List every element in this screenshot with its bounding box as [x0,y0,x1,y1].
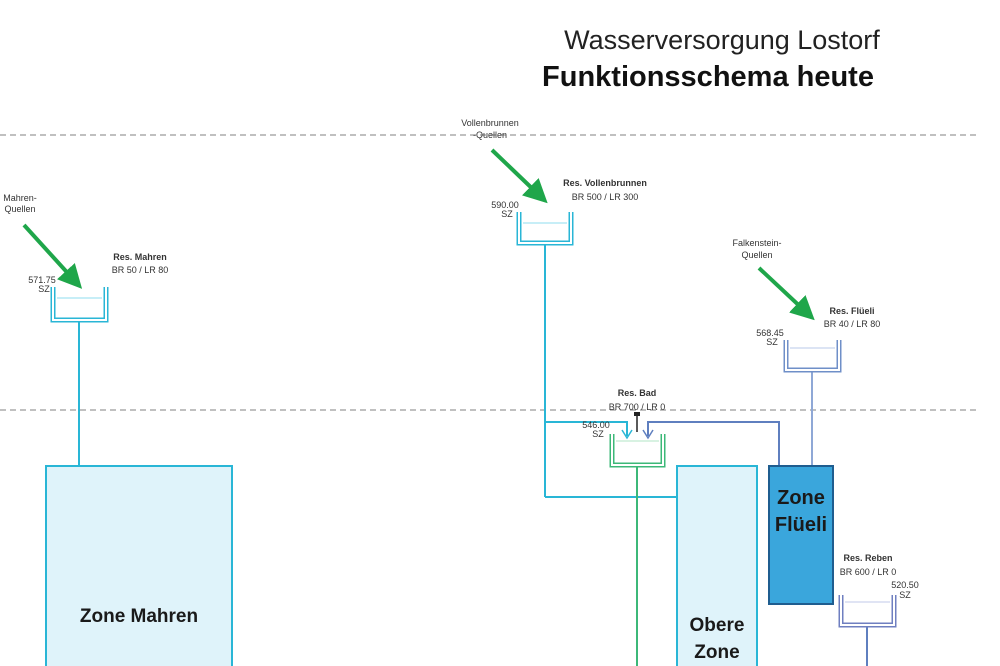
reservoir-mahren-capacity: BR 50 / LR 80 [112,265,169,275]
reservoir-vollenbrunnen[interactable] [516,212,574,246]
inflow-arrow-icon [621,429,633,440]
source-falkenstein-label-2: Quellen [741,250,772,260]
reservoir-flueli-elevation: 568.45 [756,328,784,338]
zone-flueli-label-line1: Zone [777,487,825,509]
source-falkenstein-label-1: Falkenstein- [732,238,781,248]
reservoir-flueli[interactable] [783,340,842,373]
reservoir-reben-elevation: 520.50 [891,580,919,590]
reservoir-bad-name: Res. Bad [618,388,657,398]
reservoir-vollenbrunnen-name: Res. Vollenbrunnen [563,178,647,188]
reservoir-mahren-name: Res. Mahren [113,252,167,262]
zone-mahren[interactable]: Zone Mahren [45,465,233,666]
source-mahren-label-1: Mahren- [3,193,37,203]
reservoir-reben-elevation-unit: SZ [899,590,911,600]
reservoir-reben-capacity: BR 600 / LR 0 [840,567,897,577]
pipe-flueli-to-bad [647,421,780,466]
diagram-subtitle: Funktionsschema heute [542,61,874,93]
zone-flueli-label-line2: Flüeli [775,514,827,536]
zone-obere[interactable]: Obere Zone [676,465,758,666]
reservoir-reben-name: Res. Reben [843,553,892,563]
reservoir-flueli-name: Res. Flüeli [829,306,874,316]
reservoir-bad[interactable] [609,434,666,468]
source-vollenbrunnen-label-2: -Quellen [473,130,507,140]
reservoir-mahren[interactable] [50,287,109,323]
reservoir-vollenbrunnen-capacity: BR 500 / LR 300 [572,192,639,202]
reservoir-bad-elevation: 546.00 [582,420,610,430]
reservoir-flueli-capacity: BR 40 / LR 80 [824,319,881,329]
reservoir-vollenbrunnen-elevation-unit: SZ [501,209,513,219]
pipe-vollenbrunnen-to-bad [545,421,628,436]
zone-obere-label-line1: Obere [690,615,745,636]
source-vollenbrunnen-label-1: Vollenbrunnen [461,118,519,128]
inflow-arrow-icon [642,429,654,440]
zone-obere-label-line2: Zone [694,642,739,663]
reservoir-reben[interactable] [838,595,897,628]
diagram-title: Wasserversorgung Lostorf [564,25,880,55]
reservoir-vollenbrunnen-elevation: 590.00 [491,200,519,210]
source-arrow-mahren-icon [22,223,83,289]
reservoir-mahren-elevation-unit: SZ [38,284,50,294]
source-arrow-falkenstein-icon [757,266,815,321]
valve-handle-icon [634,412,640,416]
reservoir-flueli-elevation-unit: SZ [766,337,778,347]
source-mahren-label-2: Quellen [4,204,35,214]
source-arrow-vollenbrunnen-icon [490,148,548,204]
reservoir-bad-capacity: BR 700 / LR 0 [609,402,666,412]
reservoir-mahren-elevation: 571.75 [28,275,56,285]
reservoir-bad-elevation-unit: SZ [592,429,604,439]
zone-mahren-label: Zone Mahren [80,606,198,627]
zone-flueli[interactable]: Zone Flüeli [768,465,834,605]
